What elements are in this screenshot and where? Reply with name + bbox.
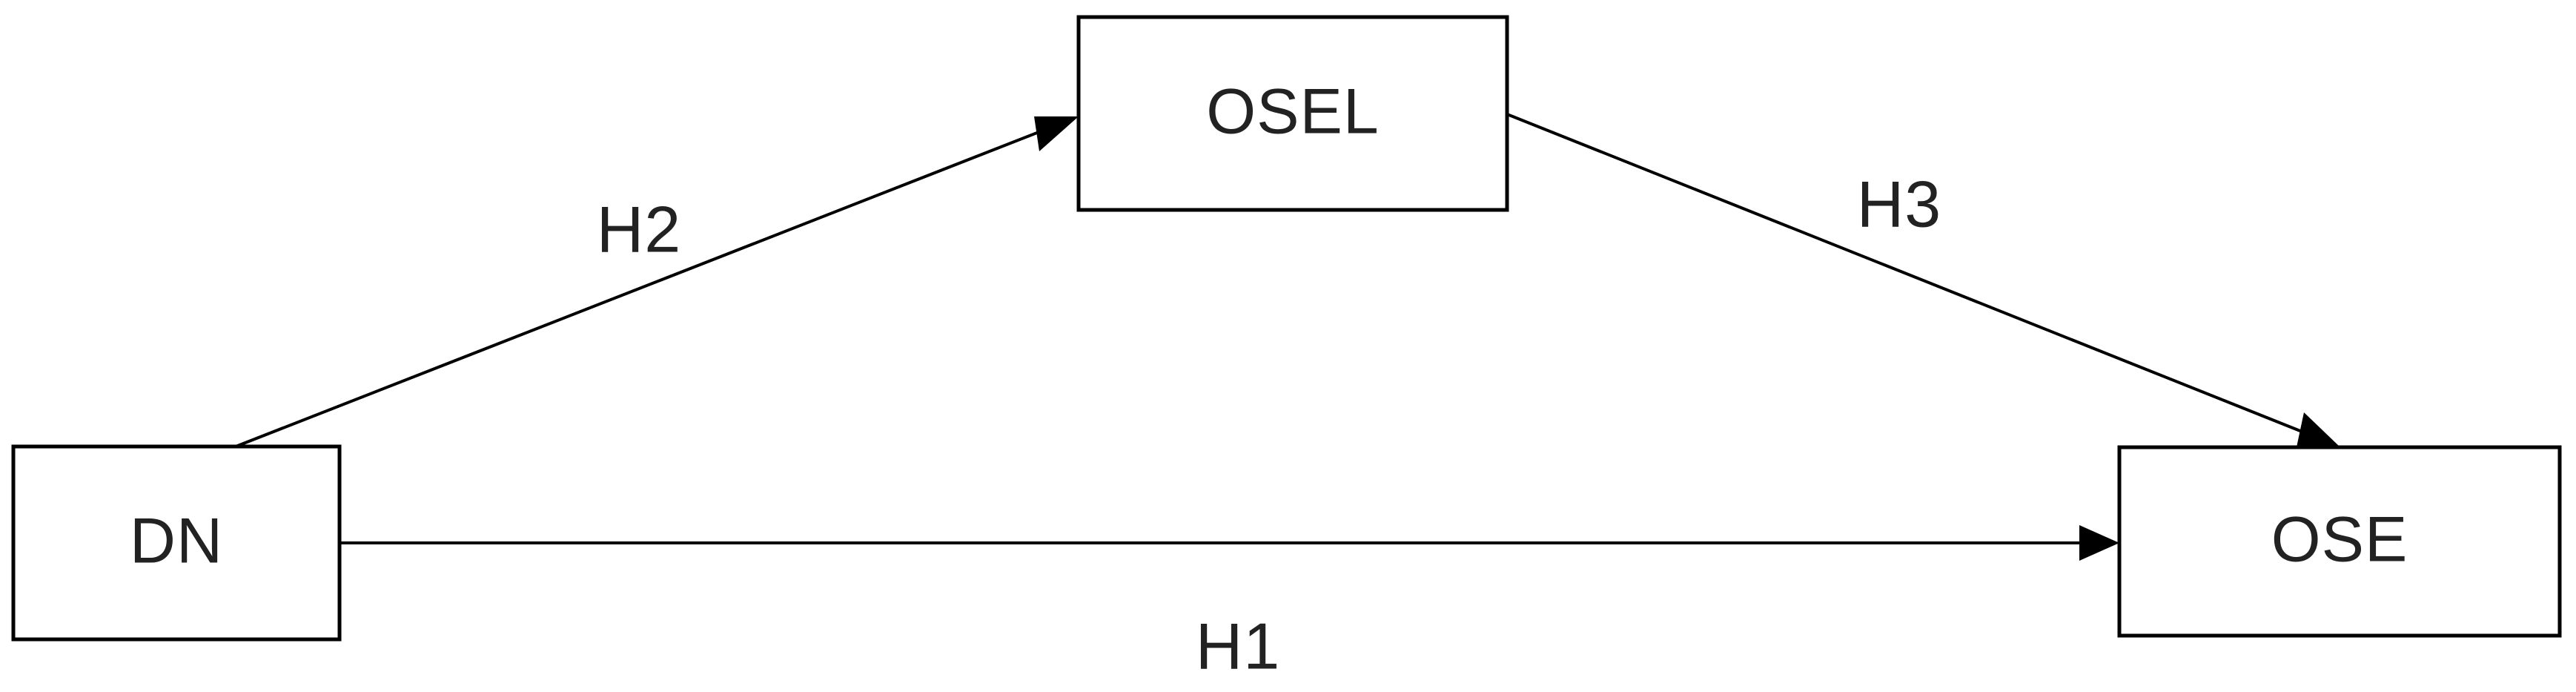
node-ose-box	[2117, 445, 2562, 638]
node-osel[interactable]: OSEL	[1076, 15, 1509, 212]
node-osel-box	[1076, 15, 1509, 212]
edge-h2-label: H2	[597, 192, 682, 266]
node-osel-label: OSEL	[1206, 76, 1379, 148]
node-dn[interactable]: DN	[11, 444, 342, 642]
node-ose[interactable]: OSE	[2117, 445, 2562, 638]
node-dn-box	[11, 444, 342, 642]
edge-h3-arrowhead	[2297, 412, 2340, 447]
edge-h2-line	[235, 130, 1042, 448]
edge-h3[interactable]	[1506, 113, 2340, 447]
edge-h1-label: H1	[1196, 609, 1281, 682]
edge-h1[interactable]	[340, 525, 2119, 561]
edge-h2[interactable]	[235, 116, 1079, 448]
node-ose-label: OSE	[2271, 504, 2408, 576]
edge-h2-arrowhead	[1034, 116, 1079, 151]
edge-h3-line	[1506, 113, 2305, 434]
edge-h3-label: H3	[1857, 167, 1942, 240]
edge-h1-arrowhead	[2079, 525, 2119, 561]
node-dn-label: DN	[130, 506, 223, 577]
